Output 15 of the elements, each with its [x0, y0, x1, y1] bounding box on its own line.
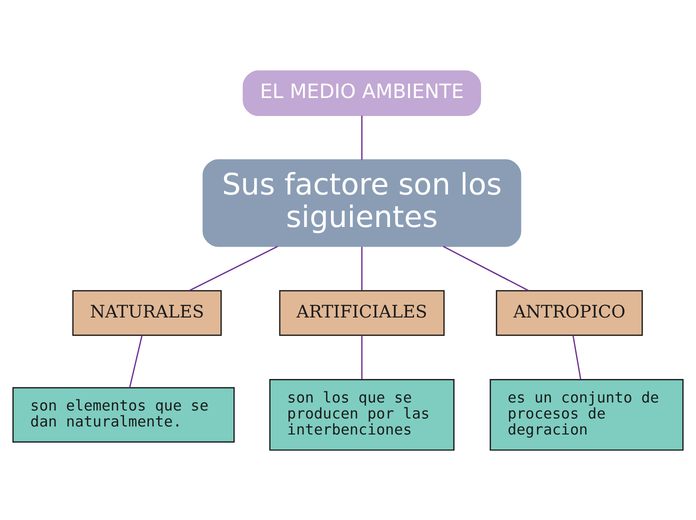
- connector: [572, 334, 582, 379]
- node-box: NATURALES: [72, 290, 222, 336]
- connector: [129, 334, 143, 388]
- node-box: ANTROPICO: [496, 290, 643, 336]
- node-box: son los que se producen por las interbenciones: [269, 378, 455, 450]
- connector: [443, 245, 529, 291]
- connector: [188, 245, 278, 291]
- node-box: EL MEDIO AMBIENTE: [242, 70, 482, 116]
- connector: [361, 115, 363, 160]
- connector: [361, 334, 363, 379]
- node-box: es un conjunto de procesos de degracion: [490, 378, 684, 450]
- node-box: ARTIFICIALES: [279, 290, 445, 336]
- node-box: Sus factore son los siguientes: [202, 158, 522, 246]
- connector: [361, 246, 363, 290]
- node-box: son elementos que se dan naturalmente.: [12, 386, 235, 442]
